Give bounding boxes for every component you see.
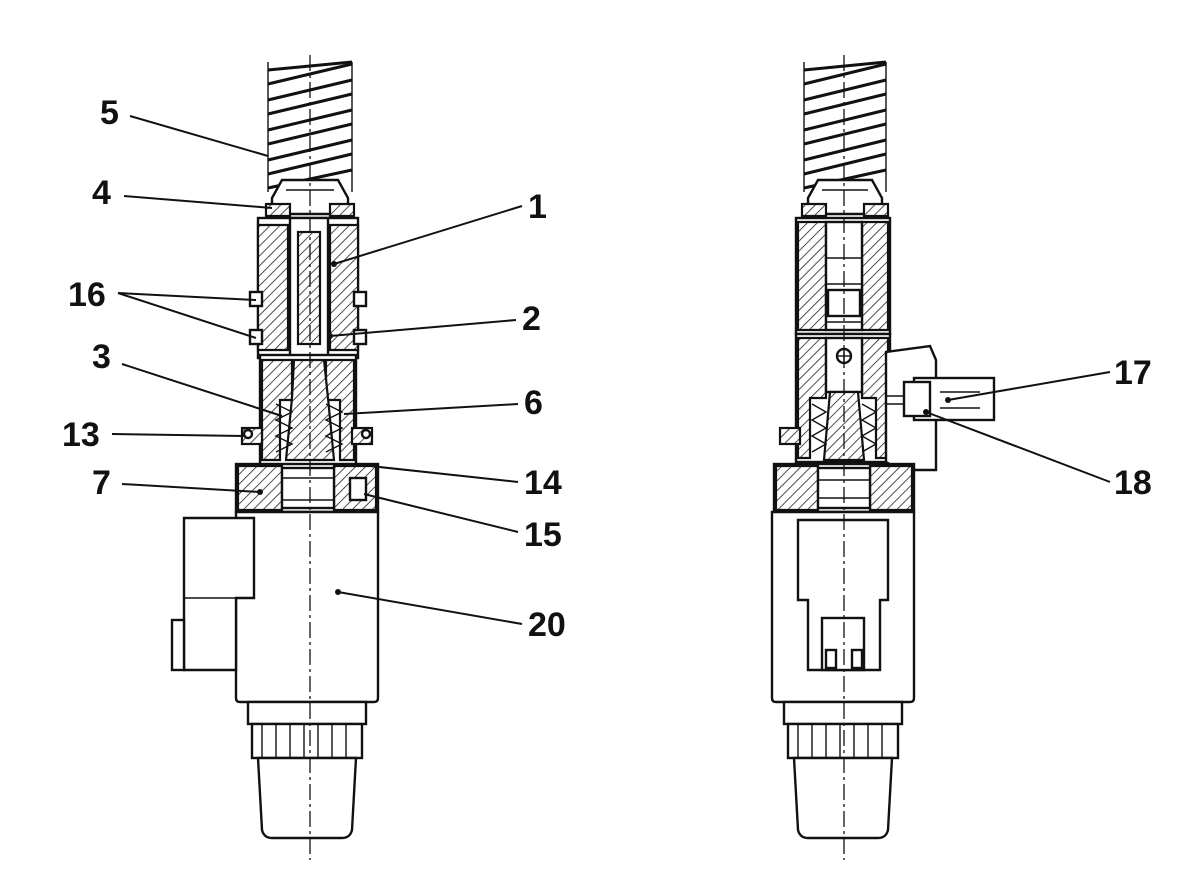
callout-13: 13: [62, 416, 245, 454]
side-fitting-right: [884, 344, 996, 472]
callout-14-label: 14: [524, 464, 562, 502]
callout-20-label: 20: [528, 606, 566, 644]
knob-right: [782, 700, 904, 840]
callout-15-label: 15: [524, 516, 562, 554]
callout-20: 20: [335, 589, 566, 644]
callout-3-label: 3: [92, 338, 111, 376]
callout-4-label: 4: [92, 174, 111, 212]
callout-1: 1: [331, 188, 547, 267]
spring-seat-right: [800, 178, 890, 218]
callout-6-label: 6: [524, 384, 543, 422]
callout-13-label: 13: [62, 416, 100, 454]
callout-7: 7: [92, 464, 263, 502]
callout-17-label: 17: [1114, 354, 1152, 392]
flange-left: [234, 462, 380, 514]
spring-right: [803, 60, 887, 192]
callout-6: 6: [343, 384, 543, 422]
callout-17: 17: [945, 354, 1152, 403]
callout-4: 4: [92, 174, 273, 212]
callout-1-label: 1: [528, 188, 547, 226]
callout-18-label: 18: [1114, 464, 1152, 502]
callout-2-label: 2: [522, 300, 541, 338]
callout-5: 5: [100, 94, 269, 157]
upper-body-left: [248, 216, 368, 360]
callout-5-label: 5: [100, 94, 119, 132]
callout-15: 15: [363, 493, 562, 554]
right-view: [770, 55, 996, 860]
callout-2: 2: [327, 300, 541, 339]
solenoid-right: [770, 510, 916, 704]
knob-left: [246, 700, 368, 840]
callout-16-label: 16: [68, 276, 106, 314]
solenoid-left: [170, 510, 380, 704]
callout-14: 14: [369, 464, 562, 502]
callout-16: 16: [68, 276, 257, 339]
left-view: [170, 55, 380, 860]
lower-body-right: [778, 332, 908, 464]
callout-18: 18: [923, 409, 1152, 502]
callout-7-label: 7: [92, 464, 111, 502]
upper-body-right: [794, 216, 892, 336]
callout-3: 3: [92, 338, 283, 417]
